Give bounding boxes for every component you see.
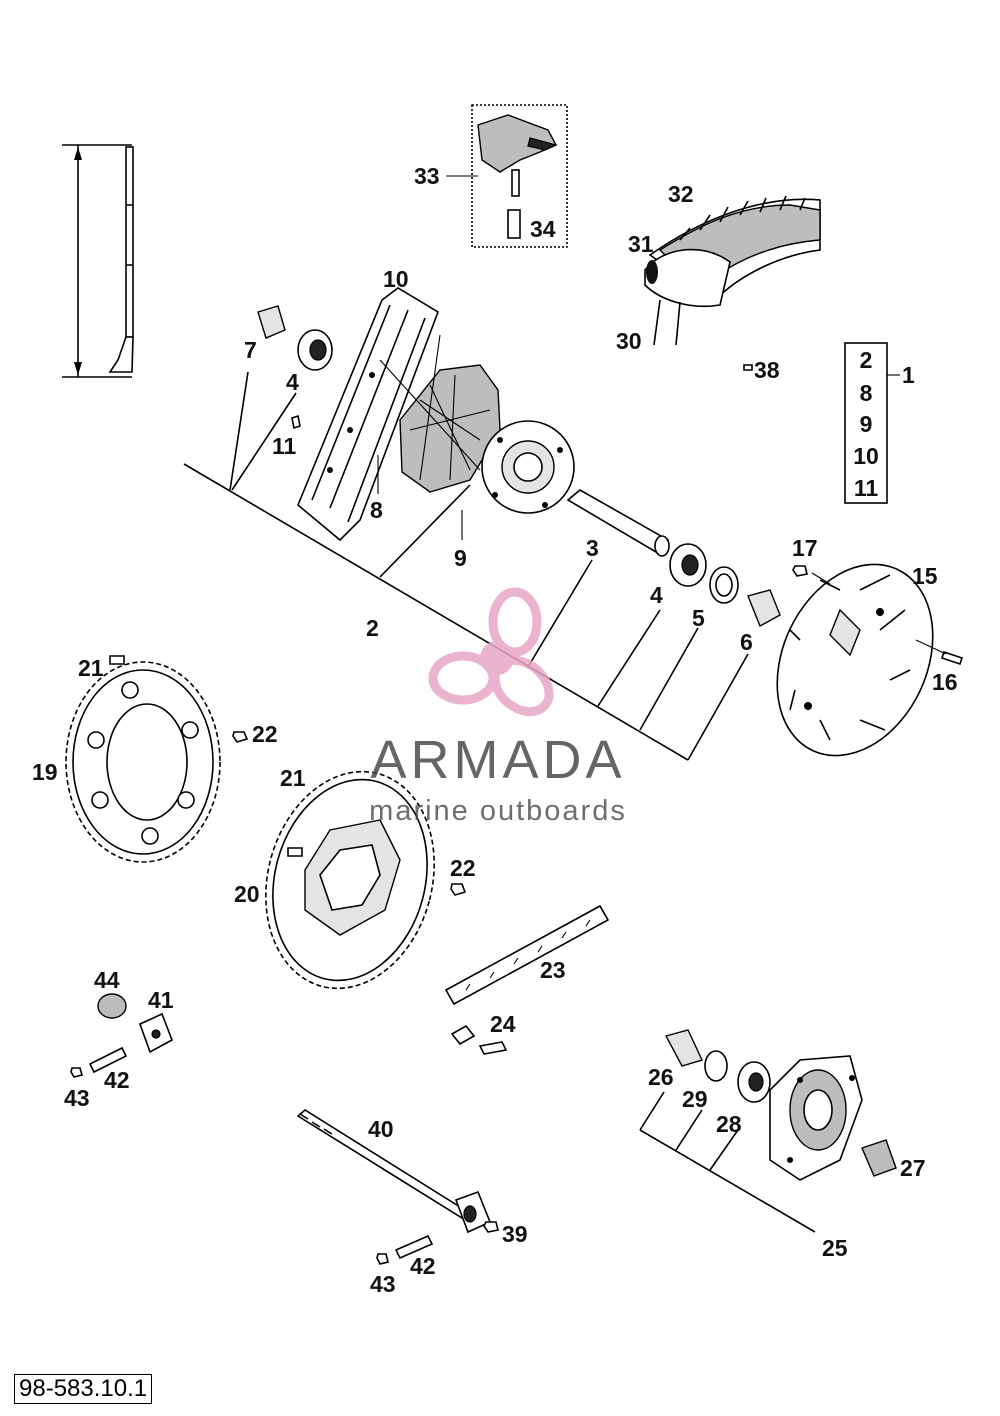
sprocket-large (65, 661, 221, 863)
callout: 32 (668, 181, 694, 207)
axle-sleeve (566, 489, 670, 554)
sprocket-bolt-b (287, 847, 303, 857)
disc-bolt (940, 650, 964, 666)
callout: 43 (64, 1085, 90, 1111)
assembly-leaders (183, 371, 749, 761)
reference-code: 98-583.10.1 (14, 1374, 153, 1404)
callout: 22 (252, 721, 278, 747)
callout: 1 (902, 362, 915, 388)
sprocket-small (265, 770, 435, 990)
adjuster-bolt-a (88, 1046, 128, 1074)
callout: 42 (410, 1253, 436, 1279)
callout: 4 (650, 582, 663, 608)
axle-nut (483, 1221, 499, 1233)
valve-nut (743, 364, 753, 371)
callout: 25 (822, 1235, 848, 1261)
callout: 22 (450, 855, 476, 881)
adjuster-nut-a (70, 1067, 83, 1078)
callout: 38 (754, 357, 780, 383)
sprocket-bolt-a (109, 655, 125, 665)
callout: 42 (104, 1067, 130, 1093)
kit-item: 10 (853, 443, 879, 469)
callout: 16 (932, 669, 958, 695)
callout: 39 (502, 1221, 528, 1247)
callout: 3 (586, 535, 599, 561)
valve-group (446, 104, 568, 248)
adjuster-nut-b (376, 1253, 389, 1265)
callout: 20 (234, 881, 260, 907)
kit-item: 8 (860, 380, 873, 406)
carrier-group (639, 1029, 897, 1233)
callout: 40 (368, 1116, 394, 1142)
spoke-nipple (291, 414, 301, 430)
chain (444, 904, 610, 1006)
kit-item: 2 (860, 347, 873, 373)
sprocket-carrier (481, 420, 575, 514)
callout: 26 (648, 1064, 674, 1090)
callout: 24 (490, 1011, 516, 1037)
spoke-length-gauge (62, 144, 132, 378)
callout: 2 (366, 615, 379, 641)
callout: 15 (912, 563, 938, 589)
sprocket-nut-a (232, 731, 249, 743)
callouts: 1 2 3 4 4 5 6 7 8 9 10 11 15 16 17 19 20… (32, 163, 958, 1297)
kit-item: 11 (854, 475, 879, 501)
watermark-tagline: marine outboards (369, 795, 627, 827)
watermark-brand: ARMADA (370, 730, 625, 790)
callout: 33 (414, 163, 440, 189)
sprocket-nut-b (450, 883, 467, 896)
adjuster-bolt-b (394, 1234, 434, 1260)
callout: 19 (32, 759, 58, 785)
callout: 28 (716, 1111, 742, 1137)
callout: 34 (530, 216, 556, 242)
kit-box (844, 342, 900, 504)
callout: 10 (383, 266, 409, 292)
brake-disc (776, 563, 934, 757)
chain-master-link (450, 1024, 508, 1055)
spacer-right (747, 589, 781, 627)
spacer-left (257, 305, 286, 339)
callout: 30 (616, 328, 642, 354)
callout: 21 (280, 765, 306, 791)
spoke (108, 146, 134, 373)
callout: 44 (94, 967, 120, 993)
adjuster-roller (97, 993, 127, 1019)
callout: 31 (628, 231, 654, 257)
callout: 11 (272, 433, 297, 459)
callout: 8 (370, 497, 383, 523)
callout: 17 (792, 535, 818, 561)
callout: 4 (286, 369, 299, 395)
kit-item: 9 (860, 411, 873, 437)
disc-nut (792, 565, 808, 577)
callout: 7 (244, 337, 257, 363)
axle (296, 1109, 492, 1234)
callout: 5 (692, 605, 705, 631)
callout: 29 (682, 1086, 708, 1112)
callout: 41 (148, 987, 174, 1013)
callout: 21 (78, 655, 104, 681)
rim (297, 287, 439, 542)
watermark-logo (428, 587, 554, 717)
kit-box-list: 2 8 9 10 11 (853, 347, 879, 501)
callout: 27 (900, 1155, 926, 1181)
hub (379, 334, 501, 493)
callout: 23 (540, 957, 566, 983)
callout: 6 (740, 629, 753, 655)
callout: 9 (454, 545, 467, 571)
callout: 43 (370, 1271, 396, 1297)
tyre-assembly (644, 195, 821, 346)
